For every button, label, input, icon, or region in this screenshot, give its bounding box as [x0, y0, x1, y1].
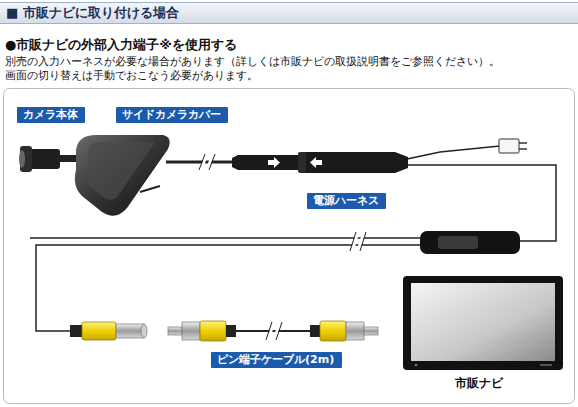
power-harness [232, 152, 408, 173]
section-heading: ●市販ナビの外部入力端子※を使用する [5, 37, 237, 53]
camera-body-part [58, 155, 78, 162]
power-harness-part [310, 157, 322, 168]
rca-plug-left-part [168, 327, 182, 335]
label-text: ピン端子ケーブル(2m) [217, 353, 334, 366]
rca-plug-right-part [346, 322, 364, 340]
pin-cable-part [236, 330, 310, 332]
rca-female-connector-part [82, 322, 116, 340]
inline-module-part [438, 236, 478, 249]
rca-plug-left-part [226, 325, 236, 337]
camera-body-part [20, 146, 32, 172]
header-title: ■ 市販ナビに取り付ける場合 [6, 4, 179, 22]
harness-wires-part [36, 245, 420, 331]
navi-monitor-part [411, 283, 555, 361]
harness-wires-part [407, 146, 500, 159]
wire-break-mark-part [350, 232, 356, 251]
label-box: ピン端子ケーブル(2m) [211, 352, 342, 368]
pin-cable [236, 322, 310, 340]
label-text: サイドカメラカバー [122, 108, 221, 121]
rca-female-connector [70, 322, 147, 340]
note-text: 画面の切り替えは手動でおこなう必要があります。 [5, 69, 258, 83]
power-connector-part [519, 148, 527, 150]
pin-cable-part [276, 322, 282, 340]
rca-plug-right-part [364, 327, 378, 335]
label-text: 電源ハーネス [313, 194, 379, 207]
camera-cable-part [166, 161, 234, 164]
side-camera-cover-part [75, 135, 170, 216]
wire-break-mark [350, 232, 366, 251]
rca-female-connector-part [141, 324, 147, 338]
power-harness-part [232, 155, 300, 170]
inline-module [420, 231, 520, 254]
side-camera-cover-part [140, 186, 160, 192]
part-label: 市販ナビ [455, 376, 503, 391]
camera-body-part [19, 150, 25, 168]
navi-monitor-part [540, 364, 552, 366]
power-connector-part [519, 142, 527, 144]
navi-monitor-part [403, 276, 563, 370]
inline-module-part [420, 231, 520, 254]
rca-plug-right [310, 321, 378, 341]
navi-monitor-part [415, 364, 418, 367]
power-harness-part [306, 152, 408, 173]
rca-plug-right-part [310, 325, 320, 337]
note-text: 別売の入力ハーネスが必要な場合があります（詳しくは市販ナビの取扱説明書をご参照く… [5, 55, 500, 69]
label-text: カメラ本体 [23, 108, 78, 121]
power-connector-part [499, 139, 519, 153]
pin-cable-part [266, 322, 272, 340]
rca-plug-left [168, 321, 236, 341]
camera-body-part [30, 149, 60, 169]
rca-female-connector-part [116, 324, 144, 338]
navi-monitor [403, 276, 563, 370]
rca-female-connector-part [70, 325, 82, 337]
camera-cable [166, 154, 234, 170]
panel-frame [4, 89, 575, 404]
rca-plug-left-part [182, 322, 200, 340]
label-box: 電源ハーネス [307, 193, 386, 209]
label-box: カメラ本体 [17, 107, 85, 123]
rca-plug-left-part [200, 321, 226, 341]
label-box: サイドカメラカバー [116, 107, 228, 123]
wire-break-mark-part [360, 232, 366, 251]
camera-cable-part [199, 154, 205, 170]
side-camera-cover [75, 135, 170, 216]
power-harness-part [268, 157, 280, 168]
camera-body [19, 146, 78, 172]
camera-cable-part [209, 154, 215, 170]
power-connector [499, 139, 527, 153]
harness-wires-part [407, 165, 556, 241]
rca-plug-right-part [320, 321, 346, 341]
